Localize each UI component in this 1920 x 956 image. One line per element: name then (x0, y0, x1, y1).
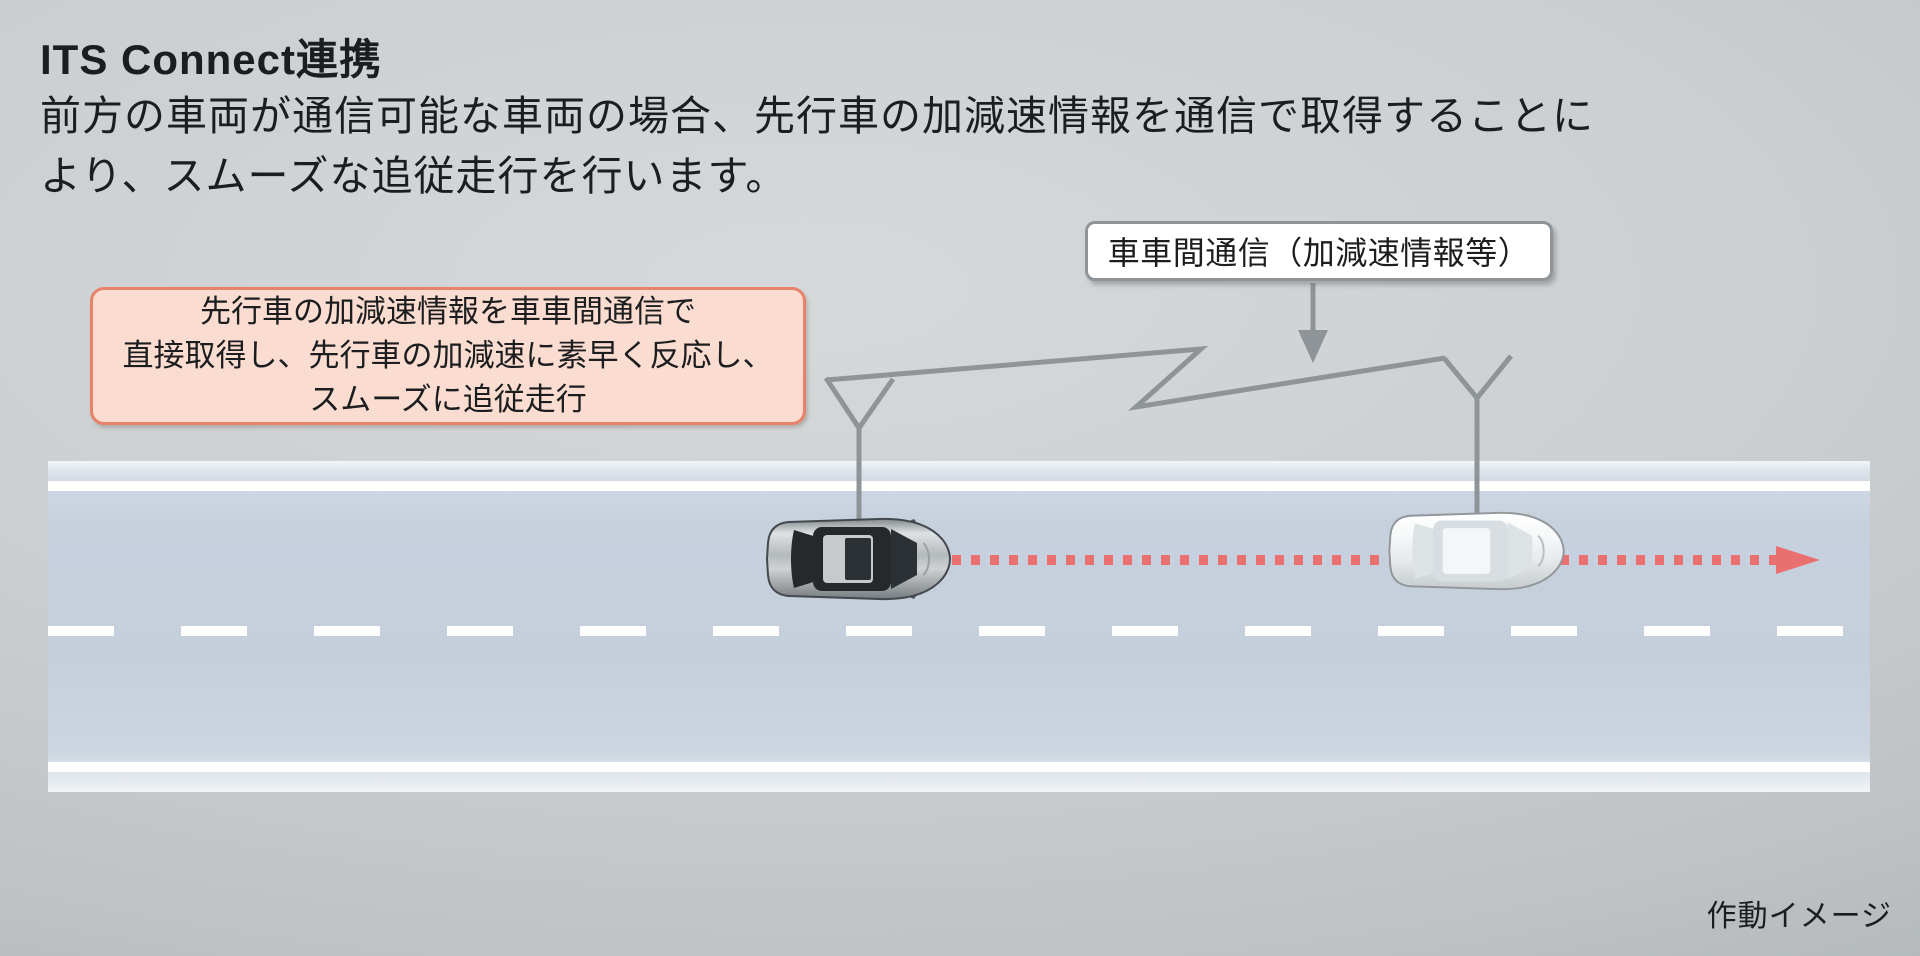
v2v-signal-zigzag-icon (825, 345, 1446, 411)
benefit-line-2: 直接取得し、先行車の加減速に素早く反応し、 (122, 338, 774, 373)
following-car-illustration (765, 517, 952, 601)
lane-line-top (48, 481, 1870, 491)
antenna-icon-following-car (823, 376, 896, 433)
description: 前方の車両が通信可能な車両の場合、先行車の加減速情報を通信で取得することに より… (40, 86, 1594, 206)
lane-line-center-dashed (48, 626, 1870, 636)
rear-window (1412, 523, 1440, 579)
page-title: ITS Connect連携 (40, 36, 383, 83)
antenna-icon-leading-car (1442, 354, 1513, 402)
benefit-line-3: スムーズに追従走行 (309, 382, 587, 417)
rear-window (791, 530, 820, 588)
sunroof (845, 538, 871, 580)
lane-line-bottom (48, 762, 1870, 772)
windshield (1507, 522, 1533, 580)
benefit-callout-box: 先行車の加減速情報を車車間通信で 直接取得し、先行車の加減速に素早く反応し、 ス… (90, 287, 806, 425)
windshield (891, 529, 917, 589)
caption-operation-image: 作動イメージ (1706, 900, 1892, 933)
description-line-1: 前方の車両が通信可能な車両の場合、先行車の加減速情報を通信で取得することに (40, 93, 1594, 139)
v2v-communication-label: 車車間通信（加減速情報等） (1107, 235, 1531, 271)
benefit-line-1: 先行車の加減速情報を車車間通信で (200, 294, 696, 329)
hood-line (922, 542, 930, 576)
road (48, 461, 1870, 792)
v2v-communication-callout: 車車間通信（加減速情報等） (1085, 221, 1553, 281)
description-line-2: より、スムーズな追従走行を行います。 (40, 153, 788, 199)
roof-panel (1442, 528, 1491, 574)
following-distance-arrowhead-icon (1776, 546, 1820, 574)
arrow-down-icon (1298, 330, 1328, 363)
following-distance-dotted-arrow (952, 555, 1778, 565)
leading-car-illustration (1388, 511, 1565, 591)
hood-line (1537, 535, 1545, 567)
